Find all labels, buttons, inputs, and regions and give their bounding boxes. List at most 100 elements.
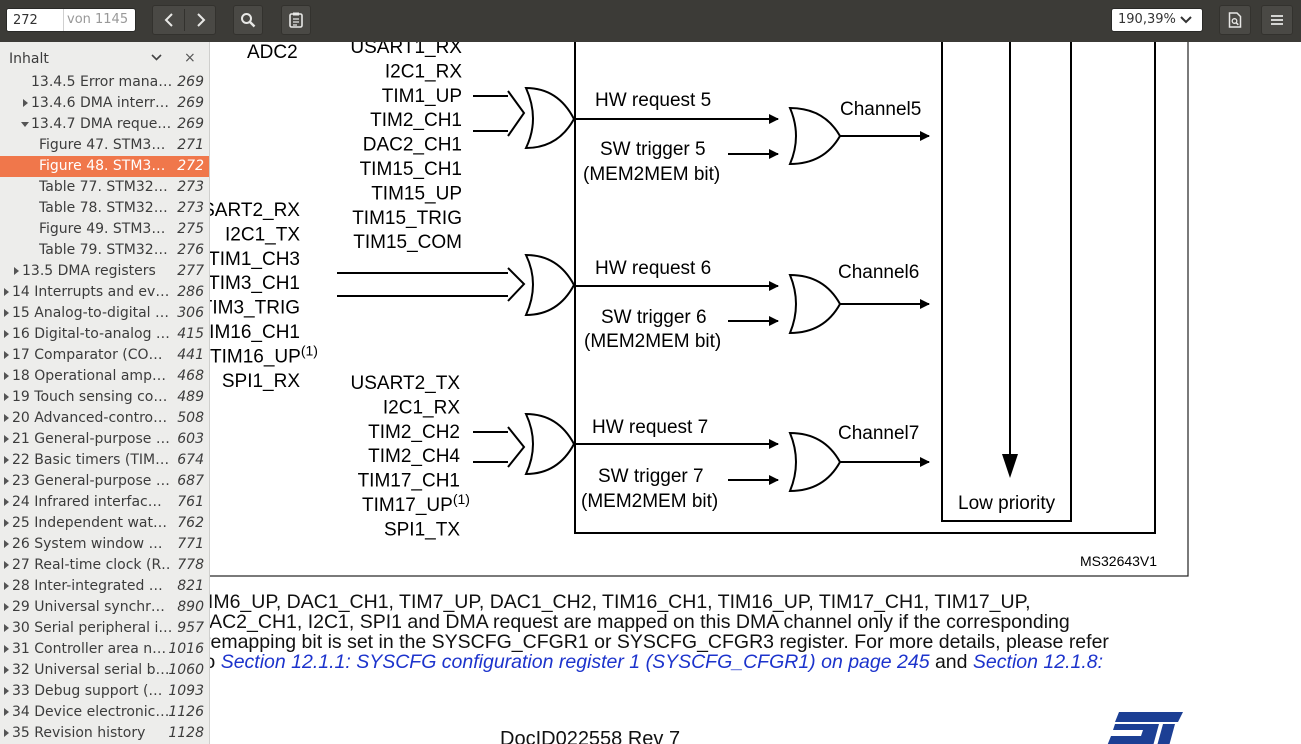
toc-item[interactable]: Figure 47. STM3…271 [0, 135, 209, 156]
toc-item[interactable]: Figure 48. STM3…272 [0, 156, 209, 177]
collapsed-triangle-icon[interactable] [2, 645, 10, 653]
toc-item-title: 18 Operational amp… [12, 368, 166, 384]
toc-item[interactable]: 21 General-purpose … 603 [0, 429, 209, 450]
collapsed-triangle-icon[interactable] [2, 477, 10, 485]
toc-item[interactable]: 30 Serial peripheral i…957 [0, 618, 209, 639]
collapsed-triangle-icon[interactable] [2, 498, 10, 506]
group5-arrow [473, 90, 526, 137]
toc-item[interactable]: Figure 49. STM3…275 [0, 219, 209, 240]
toc-item-title: 13.4.6 DMA interr… [31, 95, 169, 111]
toc-item-page: 273 [177, 179, 204, 195]
collapsed-triangle-icon[interactable] [2, 561, 10, 569]
toc-item-page: 277 [177, 263, 204, 279]
dma-input-label: TIM15_TRIG [352, 208, 462, 229]
toc-item[interactable]: Table 78. STM32…273 [0, 198, 209, 219]
page-number-box: von 1145 [6, 8, 136, 32]
paragraph-line-4-and: and [929, 651, 973, 673]
collapsed-triangle-icon[interactable] [2, 603, 10, 611]
toc-item-title: 16 Digital-to-analog … [12, 326, 170, 342]
toc-item-title: 13.5 DMA registers [22, 263, 156, 279]
toc-item[interactable]: 16 Digital-to-analog …415 [0, 324, 209, 345]
collapsed-triangle-icon[interactable] [2, 687, 10, 695]
toc-item-title: 30 Serial peripheral i… [12, 620, 172, 636]
collapsed-triangle-icon[interactable] [2, 393, 10, 401]
toc-item-page: 272 [177, 158, 204, 174]
hw-request-6: HW request 6 [595, 258, 711, 279]
collapsed-triangle-icon[interactable] [2, 456, 10, 464]
toc-item[interactable]: 14 Interrupts and ev…286 [0, 282, 209, 303]
sidebar-mode-label[interactable]: Inhalt [9, 51, 49, 67]
toc-item[interactable]: 24 Infrared interfac…761 [0, 492, 209, 513]
previous-page-button[interactable] [153, 6, 184, 34]
toc-item[interactable]: 22 Basic timers (TIM…674 [0, 450, 209, 471]
collapsed-triangle-icon[interactable] [2, 582, 10, 590]
toc-item-page: 603 [177, 431, 204, 447]
dma-input-label: TIM2_CH2 [368, 422, 460, 443]
toc-item-title: 19 Touch sensing co… [12, 389, 168, 405]
toc-item-page: 508 [177, 410, 204, 426]
expanded-triangle-icon[interactable] [21, 120, 29, 128]
toc-item[interactable]: 19 Touch sensing co…489 [0, 387, 209, 408]
collapsed-triangle-icon[interactable] [2, 729, 10, 737]
page-number-input[interactable] [7, 9, 61, 31]
toc-item[interactable]: 17 Comparator (CO…441 [0, 345, 209, 366]
toc-item[interactable]: 31 Controller area n…1016 [0, 639, 209, 660]
annotations-button[interactable] [281, 5, 311, 35]
toc-item-title: 15 Analog-to-digital … [12, 305, 170, 321]
toc-item[interactable]: 33 Debug support (…1093 [0, 681, 209, 702]
search-button[interactable] [233, 5, 263, 35]
collapsed-triangle-icon[interactable] [2, 414, 10, 422]
toc-item[interactable]: 13.4.5 Error mana…269 [0, 72, 209, 93]
section-12-1-8-link[interactable]: Section 12.1.8: [972, 651, 1104, 673]
close-sidebar-button[interactable]: × [184, 50, 196, 66]
toc-item[interactable]: 29 Universal synchr…890 [0, 597, 209, 618]
toc-item[interactable]: 27 Real-time clock (R…778 [0, 555, 209, 576]
toc-item-title: 21 General-purpose … [12, 431, 170, 447]
dma-input-label: SPI1_TX [384, 519, 460, 540]
dma-input-label: TIM1_UP [382, 86, 462, 107]
collapsed-triangle-icon[interactable] [2, 435, 10, 443]
collapsed-triangle-icon[interactable] [2, 624, 10, 632]
toc-item[interactable]: 13.4.7 DMA reque…269 [0, 114, 209, 135]
toc-item[interactable]: 15 Analog-to-digital …306 [0, 303, 209, 324]
collapsed-triangle-icon[interactable] [2, 309, 10, 317]
toc-item-page: 273 [177, 200, 204, 216]
collapsed-triangle-icon[interactable] [2, 666, 10, 674]
toc-item[interactable]: 34 Device electronic…1126 [0, 702, 209, 723]
collapsed-triangle-icon[interactable] [21, 99, 29, 107]
collapsed-triangle-icon[interactable] [2, 351, 10, 359]
document-id: DocID022558 Rev 7 [500, 728, 681, 744]
document-properties-button[interactable] [1219, 5, 1251, 35]
collapsed-triangle-icon[interactable] [2, 330, 10, 338]
toc-item[interactable]: 20 Advanced-contro…508 [0, 408, 209, 429]
paragraph-line-4: to Section 12.1.1: SYSCFG configuration … [210, 652, 1103, 673]
toc-item[interactable]: 23 General-purpose …687 [0, 471, 209, 492]
toc-item-title: Figure 49. STM3… [39, 221, 166, 237]
collapsed-triangle-icon[interactable] [2, 708, 10, 716]
toc-item[interactable]: Table 79. STM32…276 [0, 240, 209, 261]
toc-item[interactable]: Table 77. STM32…273 [0, 177, 209, 198]
collapsed-triangle-icon[interactable] [2, 288, 10, 296]
syscfg-cfgr1-link[interactable]: Section 12.1.1: SYSCFG configuration reg… [220, 651, 930, 673]
menu-button[interactable] [1261, 5, 1293, 35]
toc-item[interactable]: 26 System window …771 [0, 534, 209, 555]
toc-item[interactable]: 13.5 DMA registers 277 [0, 261, 209, 282]
zoom-select[interactable]: 190,39% [1111, 8, 1203, 32]
channel7-label: Channel7 [838, 423, 919, 444]
toc-item[interactable]: 13.4.6 DMA interr…269 [0, 93, 209, 114]
toc-item[interactable]: 25 Independent wat…762 [0, 513, 209, 534]
collapsed-triangle-icon[interactable] [2, 519, 10, 527]
collapsed-triangle-icon[interactable] [2, 540, 10, 548]
collapsed-triangle-icon[interactable] [2, 372, 10, 380]
toc-item[interactable]: 28 Inter-integrated …821 [0, 576, 209, 597]
chevron-down-icon[interactable] [151, 54, 162, 61]
toc-item-title: Table 79. STM32… [39, 242, 168, 258]
toc-item[interactable]: 18 Operational amp…468 [0, 366, 209, 387]
collapsed-triangle-icon[interactable] [12, 267, 20, 275]
next-page-button[interactable] [185, 6, 216, 34]
search-icon [241, 13, 256, 28]
clipboard-icon [289, 12, 303, 28]
toc-item[interactable]: 32 Universal serial b…1060 [0, 660, 209, 681]
paragraph-line-4-prefix: to [210, 651, 215, 673]
